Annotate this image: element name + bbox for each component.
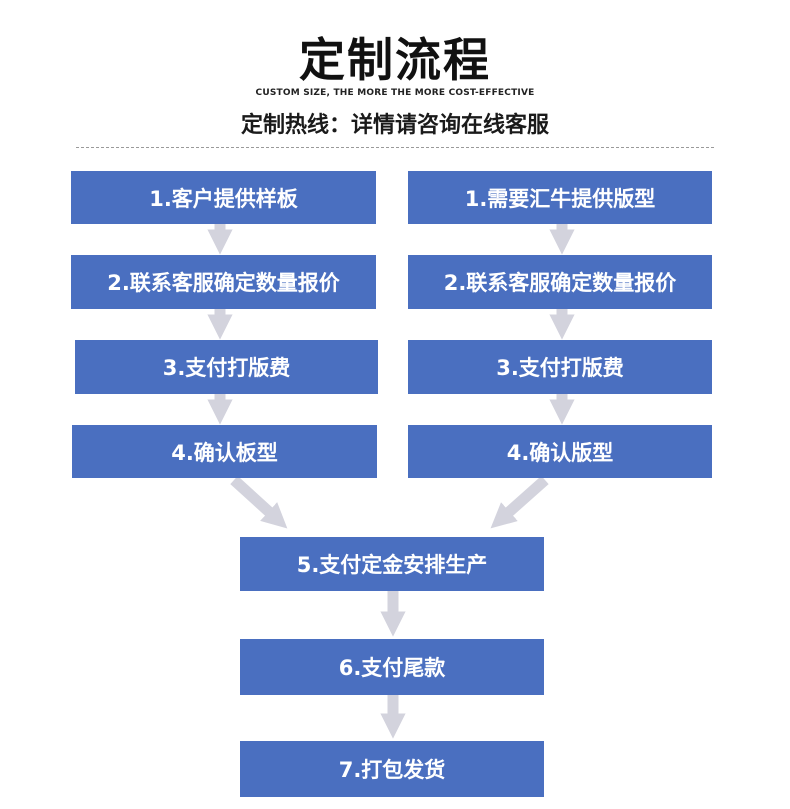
center-step-5-box: 5.支付定金安排生产 [240,537,544,591]
page-title: 定制流程 [299,33,491,87]
left-step-4-box: 4.确认板型 [72,425,377,478]
arrow-right-merge [490,475,549,529]
right-step-4-box: 4.确认版型 [408,425,712,478]
right-step-1-box: 1.需要汇牛提供版型 [408,171,712,224]
right-step-3-box: 3.支付打版费 [408,340,712,394]
english-tagline: CUSTOM SIZE, THE MORE THE MORE COST-EFFE… [255,88,535,98]
dashed-divider [76,147,714,148]
center-step-6-box: 6.支付尾款 [240,639,544,695]
left-step-1-box: 1.客户提供样板 [71,171,376,224]
left-step-2-box: 2.联系客服确定数量报价 [71,255,376,309]
arrow-left-merge [230,475,288,529]
hotline-text: 定制热线：详情请咨询在线客服 [240,113,549,138]
left-step-3-box: 3.支付打版费 [75,340,378,394]
right-step-2-box: 2.联系客服确定数量报价 [408,255,712,309]
center-step-7-box: 7.打包发货 [240,741,544,797]
